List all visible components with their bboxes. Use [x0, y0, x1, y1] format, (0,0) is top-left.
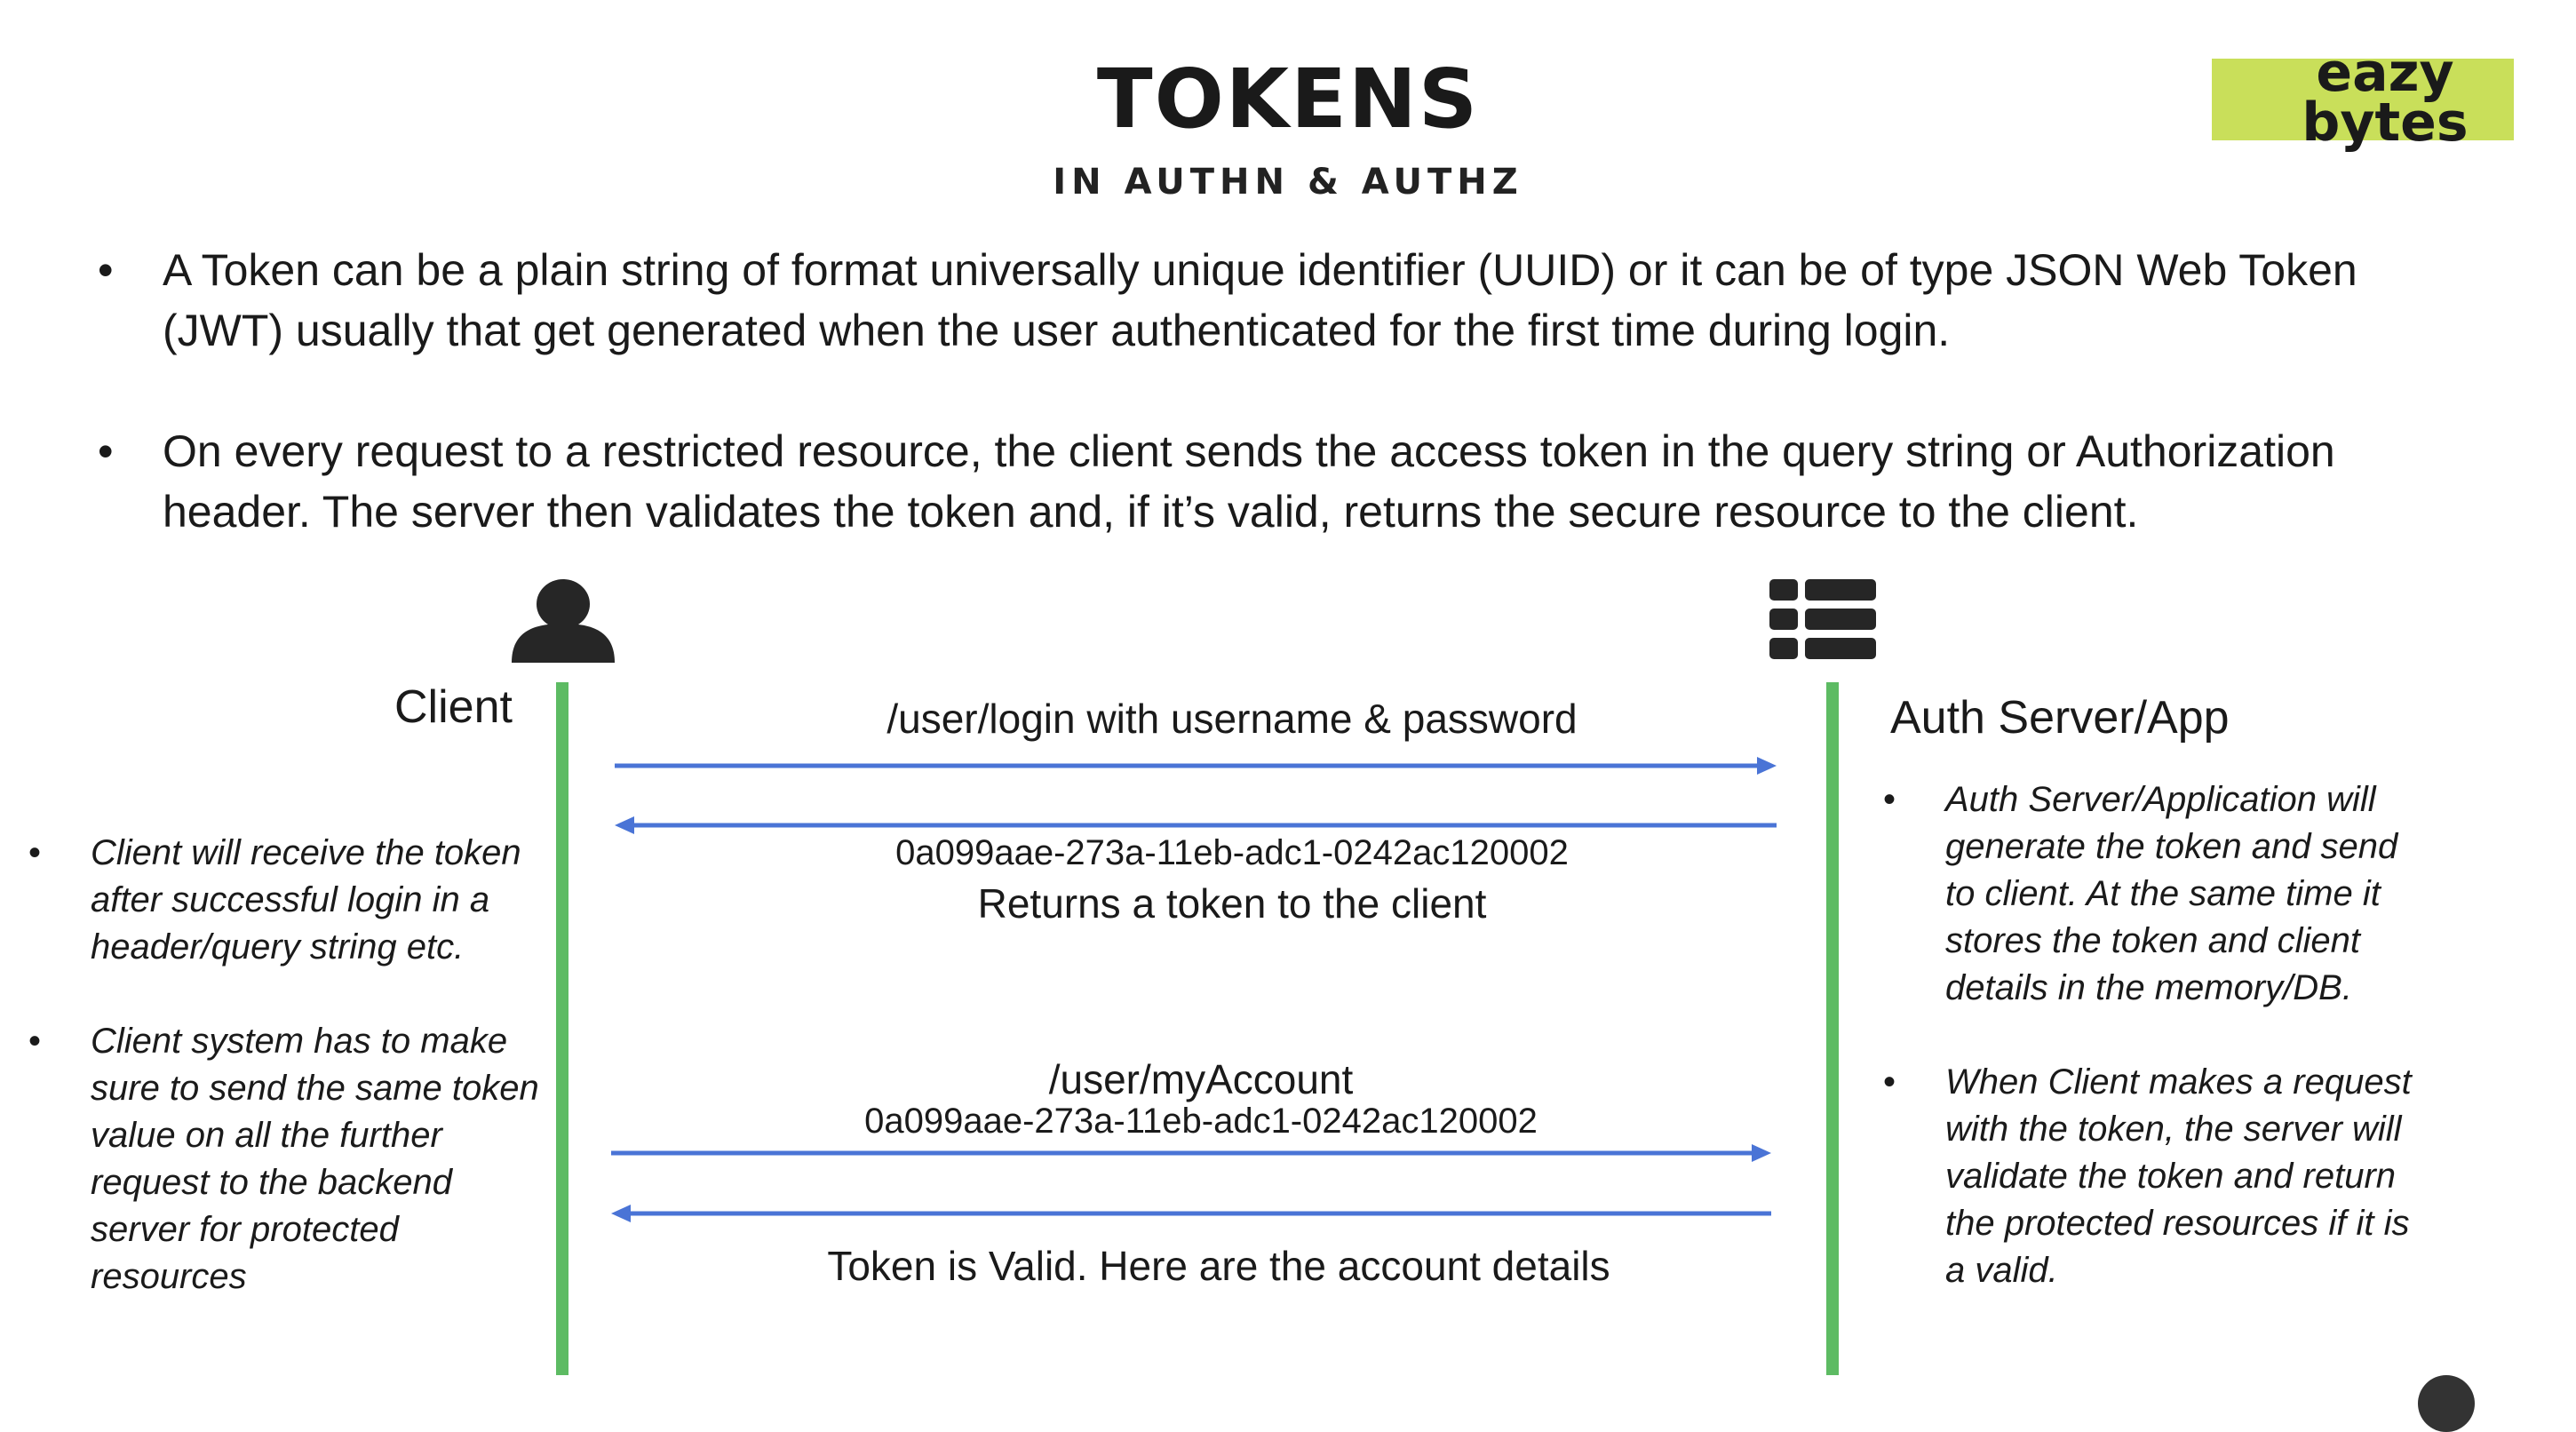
server-label: Auth Server/App — [1890, 692, 2230, 744]
account-response-label: Token is Valid. Here are the account det… — [827, 1243, 1610, 1289]
logo-badge — [2212, 59, 2514, 140]
slide: TOKENS IN AUTHN & AUTHZ eazy bytes A Tok… — [0, 0, 2576, 1382]
user-icon — [512, 579, 615, 663]
client-label: Client — [394, 681, 513, 733]
message-arrows — [611, 757, 1777, 1222]
server-notes: Auth Server/Application will generate th… — [1883, 776, 2434, 1341]
server-note-item: Auth Server/Application will generate th… — [1883, 776, 2434, 1012]
login-request-label: /user/login with username & password — [886, 696, 1578, 742]
bullet-item: A Token can be a plain string of format … — [89, 240, 2416, 361]
login-response-label: Returns a token to the client — [977, 880, 1487, 927]
account-response-arrowhead — [611, 1205, 631, 1222]
slide-subtitle: IN AUTHN & AUTHZ — [1053, 162, 1523, 203]
client-note-item: Client will receive the token after succ… — [28, 830, 553, 971]
intro-bullets: A Token can be a plain string of format … — [89, 240, 2416, 602]
login-request-arrowhead — [1757, 757, 1777, 775]
logo: eazy bytes — [2274, 42, 2496, 154]
account-request-arrowhead — [1752, 1144, 1771, 1162]
slide-title: TOKENS — [1096, 52, 1480, 147]
account-request-label: /user/myAccount — [1048, 1056, 1354, 1102]
logo-line-1: eazy — [2316, 42, 2454, 104]
login-token-label: 0a099aae-273a-11eb-adc1-0242ac120002 — [895, 833, 1569, 872]
client-notes: Client will receive the token after succ… — [28, 830, 553, 1348]
server-list-icon — [1769, 579, 1876, 659]
client-note-item: Client system has to make sure to send t… — [28, 1018, 553, 1301]
login-response-arrowhead — [615, 816, 634, 834]
server-lifeline — [1826, 682, 1839, 1375]
client-lifeline — [556, 682, 568, 1375]
logo-line-2: bytes — [2302, 91, 2469, 154]
server-note-item: When Client makes a request with the tok… — [1883, 1059, 2434, 1294]
account-token-label: 0a099aae-273a-11eb-adc1-0242ac120002 — [864, 1102, 1538, 1141]
corner-button[interactable] — [2418, 1375, 2475, 1432]
bullet-item: On every request to a restricted resourc… — [89, 421, 2416, 542]
